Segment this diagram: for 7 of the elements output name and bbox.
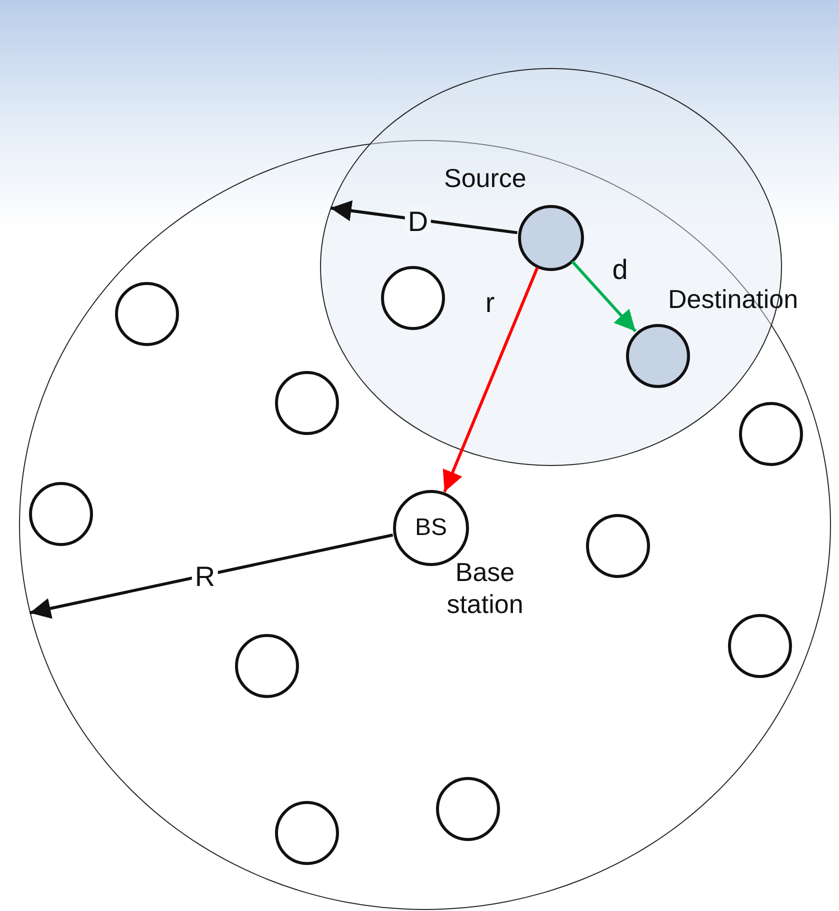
arrow	[29, 534, 394, 619]
arrow	[571, 260, 637, 332]
edge-label: d	[611, 255, 629, 285]
edge-label: r	[484, 288, 496, 318]
node-label: Source	[444, 163, 526, 194]
arrow	[442, 266, 539, 492]
arrow	[330, 200, 518, 234]
